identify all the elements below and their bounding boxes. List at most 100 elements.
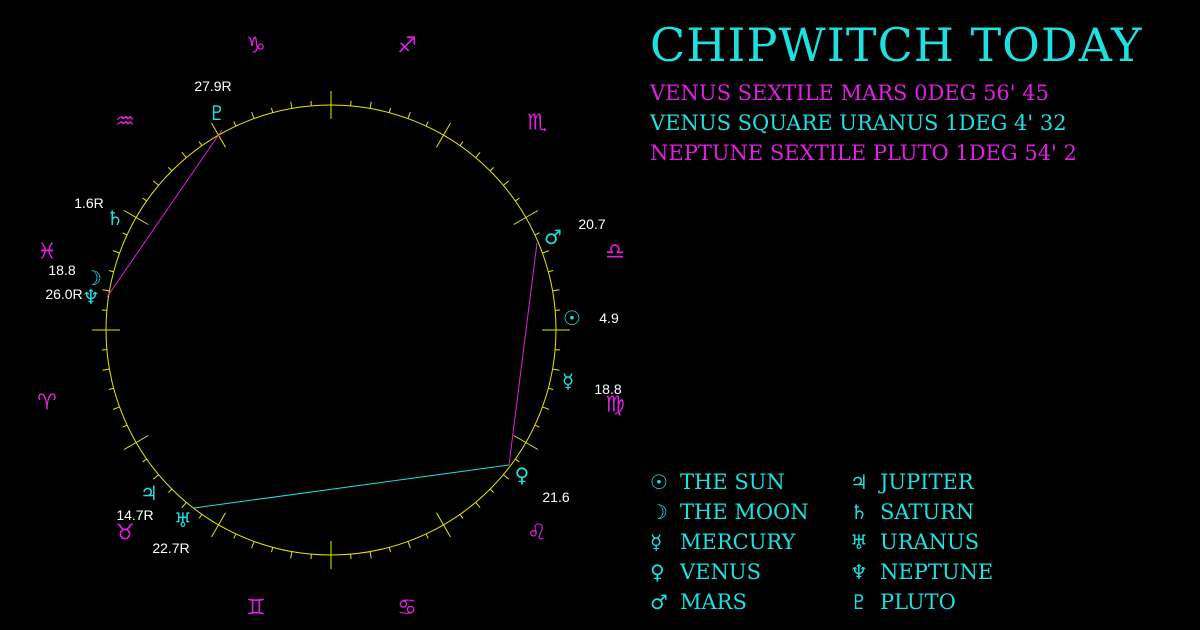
mercury-icon: ☿ (650, 530, 663, 554)
tick-mark (168, 488, 173, 493)
page-title: CHIPWITCH TODAY (650, 18, 1143, 72)
legend-label: THE MOON (680, 500, 809, 524)
aspect-line-venus-uranus (193, 464, 510, 509)
legend-item: ♂MARS (650, 588, 850, 616)
legend-label: THE SUN (680, 470, 785, 494)
zodiac-signs: ♈♉♊♋♌♍♎♏♐♑♒♓ (37, 34, 625, 621)
aries-sign-icon: ♈ (37, 391, 57, 416)
saturn-degree-label: 1.6R (74, 195, 104, 211)
tick-mark (369, 551, 372, 559)
legend-label: JUPITER (880, 470, 974, 494)
legend-item: ♆NEPTUNE (850, 558, 1050, 586)
legend-label: NEPTUNE (880, 560, 994, 584)
tick-mark (251, 111, 255, 119)
uranus-degree-label: 22.7R (152, 540, 189, 556)
tick-mark (459, 141, 464, 146)
tick-mark (503, 474, 510, 480)
tick-mark (270, 547, 274, 553)
mercury-degree-label: 18.8 (594, 381, 621, 397)
tick-mark (515, 458, 520, 463)
jupiter-icon: ♃ (850, 470, 868, 494)
legend-label: VENUS (680, 560, 761, 584)
venus-icon: ♀ (515, 463, 530, 487)
aspect-line-venus-mars (508, 242, 538, 466)
tick-mark (290, 101, 293, 109)
taurus-sign-icon: ♉ (115, 521, 135, 546)
planet-legend: ☉THE SUN ☽THE MOON ☿MERCURY ♀VENUS ♂MARS… (650, 468, 1050, 616)
tick-mark (552, 289, 560, 292)
jupiter-degree-label: 14.7R (116, 507, 153, 523)
tick-mark (475, 151, 481, 158)
mars-icon: ♂ (544, 225, 562, 249)
legend-item: ☿ MERCURY (650, 528, 850, 556)
legend-item: ♀ VENUS (650, 558, 850, 586)
tick-mark (102, 368, 110, 371)
tick-mark (112, 250, 120, 254)
pluto-degree-label: 27.9R (194, 78, 231, 94)
tick-mark (548, 387, 554, 391)
tick-mark (198, 514, 203, 519)
tick-mark (436, 512, 451, 538)
legend-item: ♅URANUS (850, 528, 1050, 556)
mars-icon: ♂ (650, 590, 668, 614)
mars-degree-label: 20.7 (578, 216, 605, 232)
tick-mark (425, 533, 429, 539)
venus-degree-label: 21.6 (542, 489, 569, 505)
tick-mark (181, 151, 187, 158)
aquarius-sign-icon: ♒ (115, 110, 135, 135)
legend-item: ☉THE SUN (650, 468, 850, 496)
sagittarius-sign-icon: ♐ (397, 34, 417, 59)
tick-mark (425, 121, 429, 127)
tick-mark (233, 121, 237, 127)
aspect-lines (106, 129, 538, 509)
tick-mark (515, 197, 520, 202)
tick-mark (152, 180, 159, 186)
tick-mark (168, 167, 173, 172)
gemini-sign-icon: ♊ (246, 596, 266, 621)
tick-mark (534, 232, 540, 236)
scorpio-sign-icon: ♏ (527, 111, 547, 136)
pisces-sign-icon: ♓ (37, 240, 57, 265)
aspect-item: NEPTUNE SEXTILE PLUTO 1DEG 54' 2 (650, 141, 1077, 165)
tick-mark (407, 111, 411, 119)
leo-sign-icon: ♌ (527, 521, 547, 546)
tick-mark (534, 424, 540, 428)
tick-mark (102, 289, 110, 292)
tick-mark (270, 107, 274, 113)
natal-chart-wheel: ♈♉♊♋♌♍♎♏♐♑♒♓ ☉4.9☽18.8☿18.8♀21.6♂20.7♃14… (37, 34, 625, 621)
pluto-icon: ♇ (850, 590, 868, 614)
tick-mark (181, 502, 187, 509)
tick-mark (251, 541, 255, 549)
tick-mark (152, 474, 159, 480)
uranus-icon: ♅ (174, 508, 192, 532)
neptune-degree-label: 26.0R (45, 286, 82, 302)
legend-label: URANUS (880, 530, 980, 554)
tick-mark (552, 368, 560, 371)
aspect-item: VENUS SQUARE URANUS 1DEG 4' 32 (650, 111, 1067, 135)
tick-mark (407, 541, 411, 549)
legend-label: MERCURY (680, 530, 796, 554)
legend-item: ♃ JUPITER (850, 468, 1050, 496)
tick-mark (388, 107, 392, 113)
planet-markers: ☉4.9☽18.8☿18.8♀21.6♂20.7♃14.7R♄1.6R♅22.7… (45, 78, 622, 556)
tick-mark (475, 502, 481, 509)
virgo-sign-icon: ♍ (605, 393, 625, 418)
degree-ticks (92, 91, 570, 569)
tick-mark (123, 435, 149, 450)
pluto-icon: ♇ (208, 101, 226, 125)
zodiac-ring (105, 104, 557, 556)
tick-mark (142, 197, 147, 202)
aspect-item: VENUS SEXTILE MARS 0DEG 56' 45 (650, 81, 1049, 105)
tick-mark (122, 424, 128, 428)
legend-label: SATURN (880, 500, 975, 524)
capricorn-sign-icon: ♑ (246, 34, 266, 59)
saturn-icon: ♄ (850, 500, 868, 524)
libra-sign-icon: ♎ (605, 240, 625, 265)
sun-icon: ☉ (563, 306, 581, 330)
tick-mark (548, 269, 554, 273)
tick-mark (198, 141, 203, 146)
tick-mark (489, 167, 494, 172)
legend-item: ♇PLUTO (850, 588, 1050, 616)
moon-icon: ☽ (84, 266, 102, 290)
venus-icon: ♀ (650, 560, 665, 584)
